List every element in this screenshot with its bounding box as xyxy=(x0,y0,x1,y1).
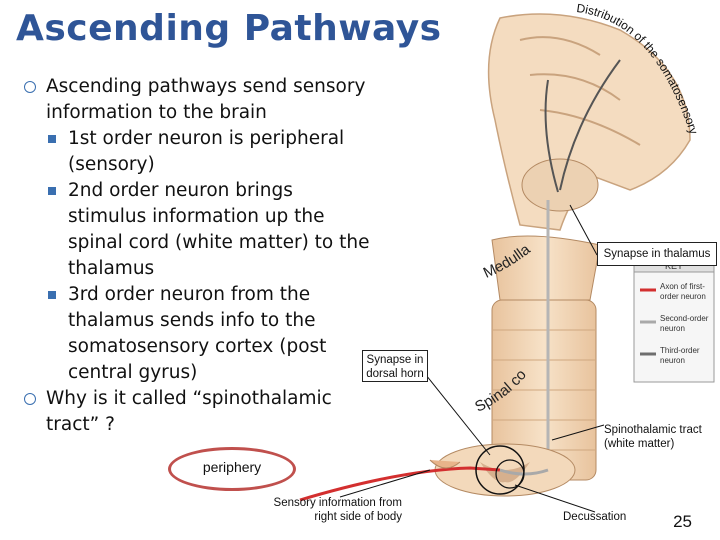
subbullet-text: 2nd order neuron brings stimulus informa… xyxy=(68,180,370,279)
thalamus-shape xyxy=(521,158,599,212)
third-order-fiber xyxy=(559,59,621,191)
page-number: 25 xyxy=(673,512,692,531)
decussation-label: Decussation xyxy=(563,511,627,523)
leader-spinothalamic xyxy=(551,424,605,441)
bullet-text: Why is it called “spinothalamic tract” ? xyxy=(46,388,332,435)
bullet-list: Ascending pathways send sensory informat… xyxy=(22,74,372,438)
subbullet-text: 1st order neuron is peripheral (sensory) xyxy=(68,128,345,175)
square-bullet-icon xyxy=(48,291,56,299)
synapse-thalamus-callout: Synapse in thalamus xyxy=(597,242,717,266)
leader-dorsal-horn xyxy=(425,374,491,456)
spinal-cord-label: Spinal cord xyxy=(0,0,530,416)
periphery-label: periphery xyxy=(202,459,262,475)
hollow-circle-bullet-icon xyxy=(24,81,36,93)
bullet-question: Why is it called “spinothalamic tract” ? xyxy=(22,386,372,438)
leader-thalamus xyxy=(569,204,598,256)
square-bullet-icon xyxy=(48,135,56,143)
subbullet-text: 3rd order neuron from the thalamus sends… xyxy=(68,284,327,383)
leader-sensory xyxy=(339,469,431,498)
cord-segments xyxy=(492,329,596,451)
decussation-highlight xyxy=(495,459,525,489)
subbullet-second-order: 2nd order neuron brings stimulus informa… xyxy=(22,178,372,282)
bullet-ascending: Ascending pathways send sensory informat… xyxy=(22,74,372,126)
subbullet-first-order: 1st order neuron is peripheral (sensory) xyxy=(22,126,372,178)
periphery-highlight xyxy=(168,447,296,491)
medulla-shape xyxy=(491,235,601,301)
leader-decussation xyxy=(514,484,596,513)
first-order-fiber xyxy=(299,466,501,502)
svg-text:KEY: KEY xyxy=(665,261,683,271)
spinothalamic-label: Spinothalamic tract (white matter) xyxy=(604,424,702,450)
key-box: KEY Axon of first-order neuronSecond-ord… xyxy=(633,257,715,383)
subbullet-third-order: 3rd order neuron from the thalamus sends… xyxy=(22,282,372,386)
bullet-text: Ascending pathways send sensory informat… xyxy=(46,76,366,123)
hollow-circle-bullet-icon xyxy=(24,393,36,405)
key-label-0: Axon of first-order neuron xyxy=(660,282,706,301)
slide-title: Ascending Pathways xyxy=(16,8,442,49)
nerve-root xyxy=(429,459,461,469)
third-order-fiber-2 xyxy=(544,79,559,193)
sensory-info-label: Sensory information from right side of b… xyxy=(273,497,402,523)
cortex-gyri xyxy=(519,36,641,146)
square-bullet-icon xyxy=(48,187,56,195)
synapse-dorsal-horn-callout: Synapse in dorsal horn xyxy=(362,350,428,382)
